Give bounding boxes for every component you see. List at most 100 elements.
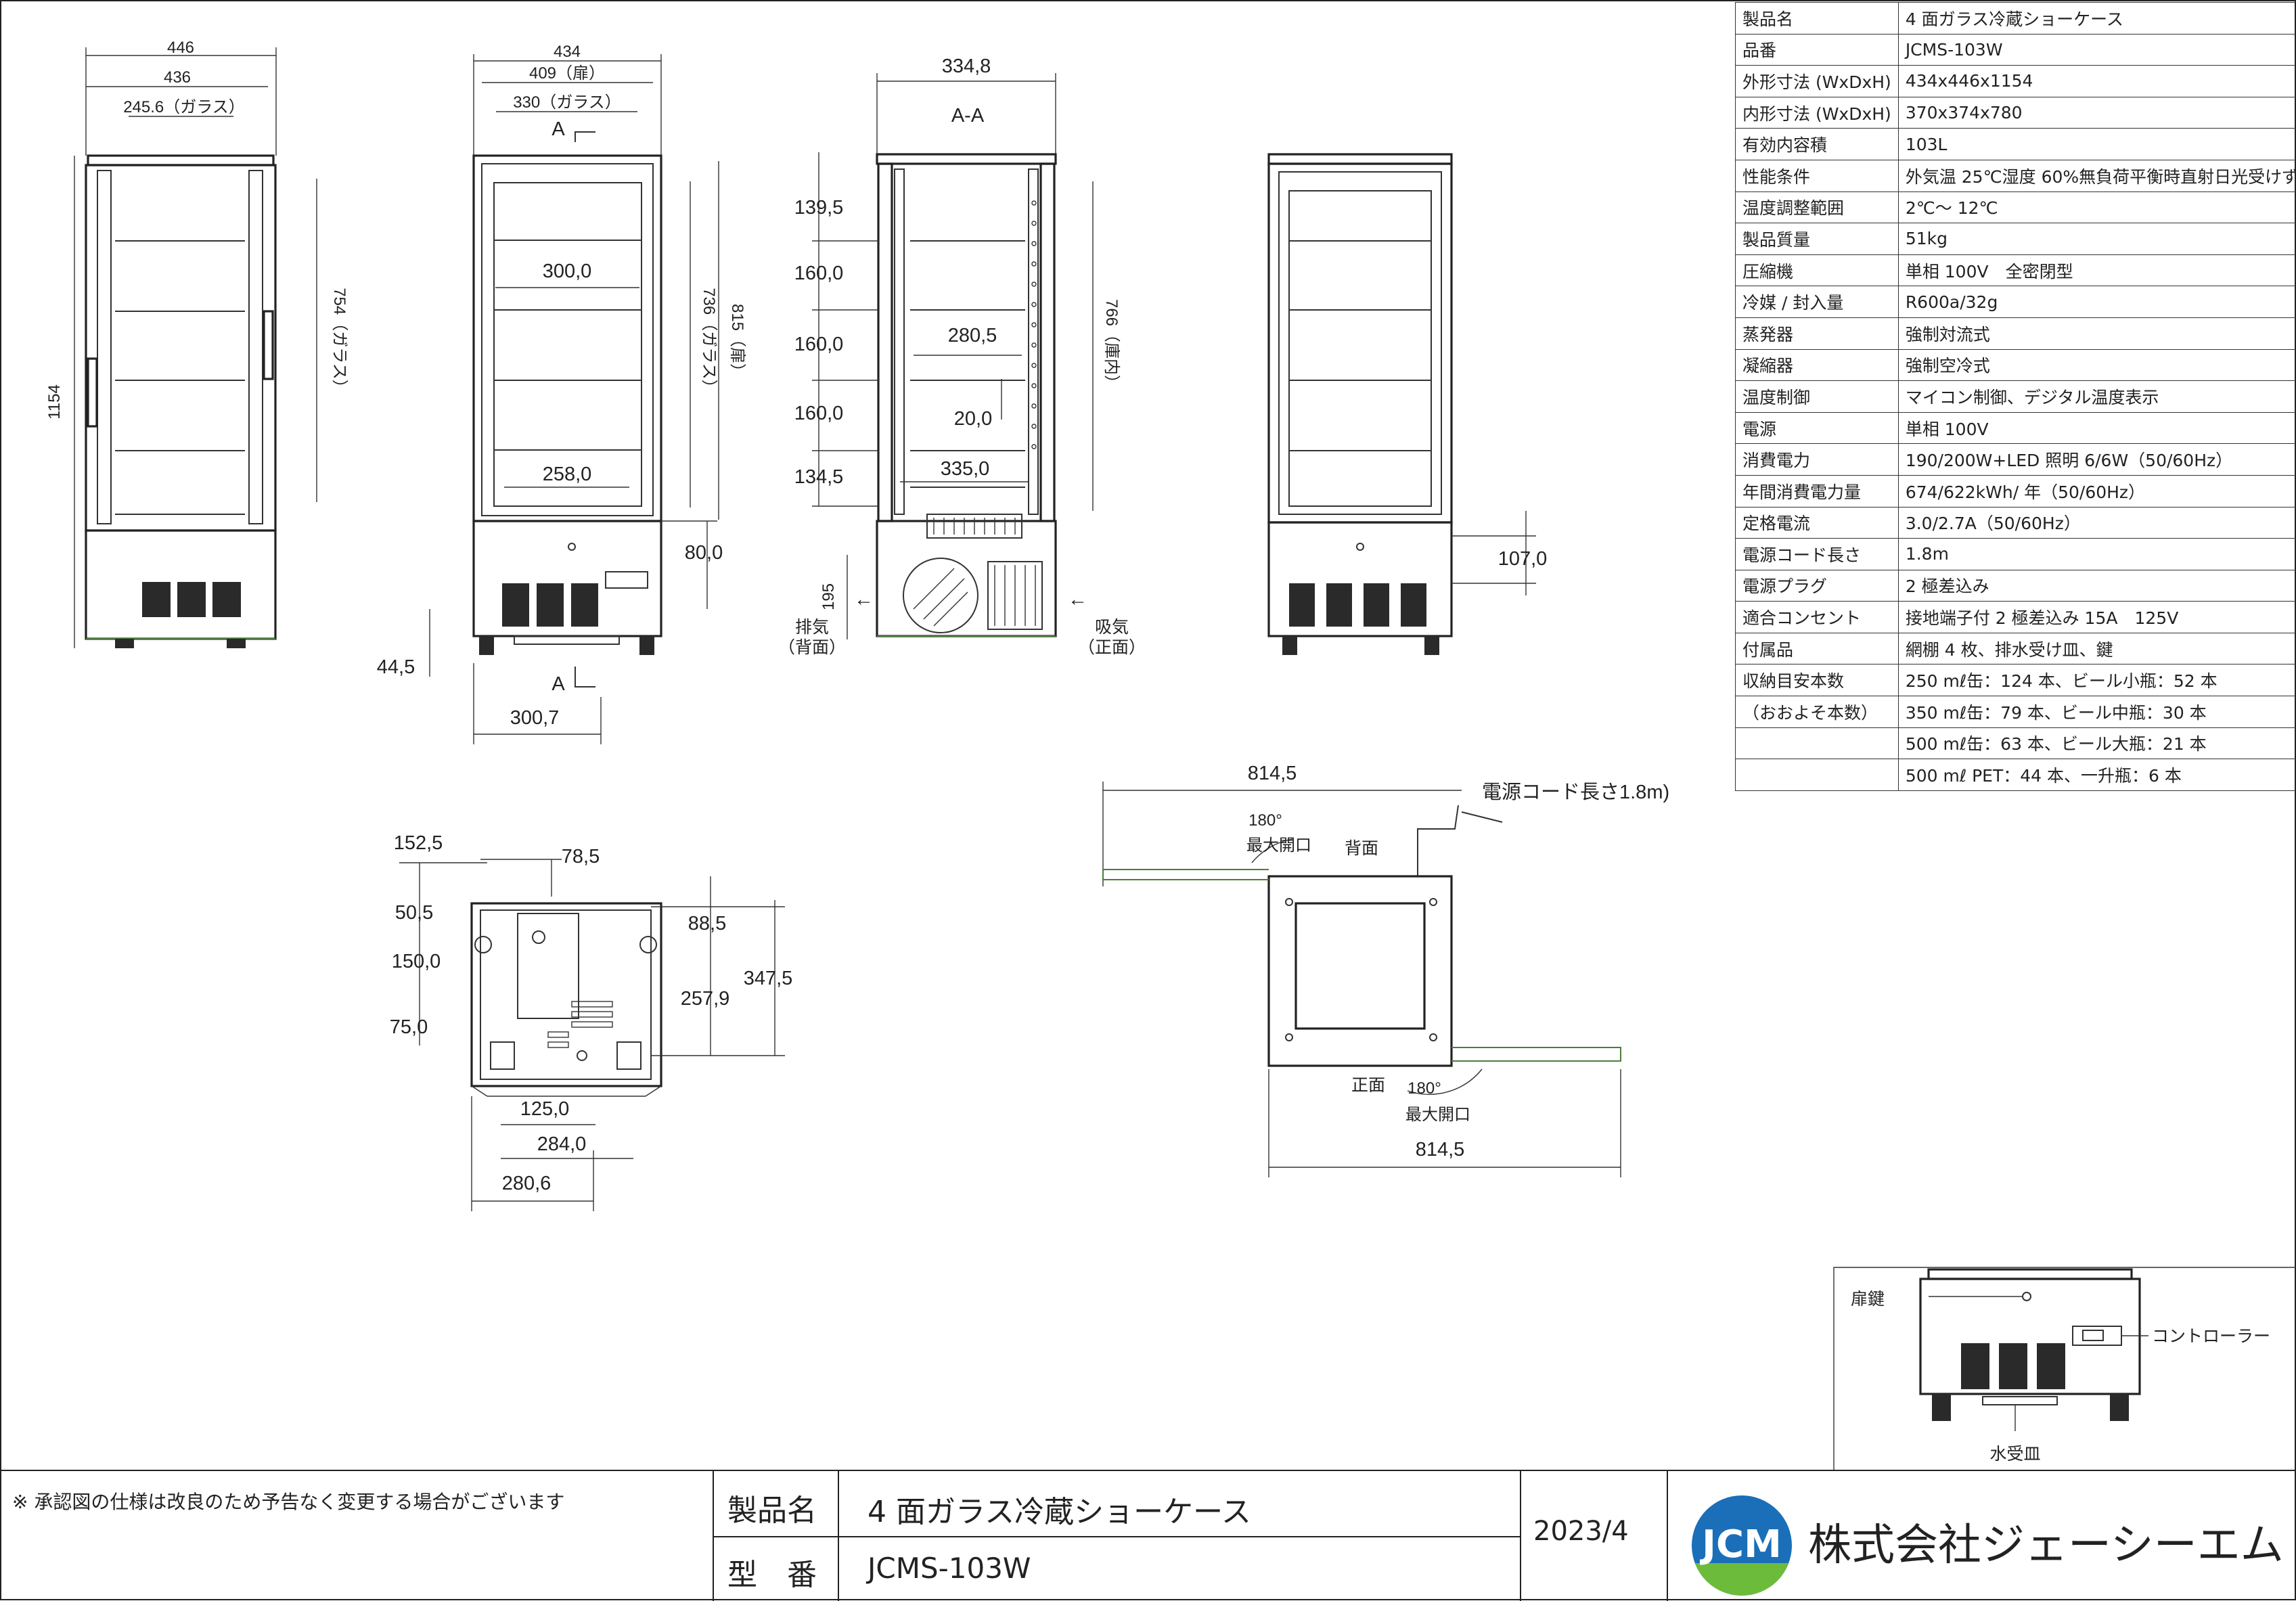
- back-vents: [1289, 583, 1426, 627]
- intake-label: 吸気: [1095, 617, 1129, 637]
- intake-sub: （正面）: [1078, 637, 1146, 657]
- spec-key: 冷媒 / 封入量: [1736, 286, 1899, 318]
- front-view: 434 409（扉） 330（ガラス） A 300,0 258,0 736（ガラ…: [377, 43, 746, 744]
- section-shelf-bottom: 335,0: [941, 458, 990, 480]
- bottom-dim-8: 347,5: [744, 968, 793, 989]
- spec-value: マイコン制御、デジタル温度表示: [1898, 381, 2296, 413]
- compressor-fan: [903, 558, 1042, 633]
- spec-value: JCMS-103W: [1898, 34, 2296, 66]
- spec-row: 電源単相 100V: [1736, 412, 2296, 444]
- spec-key: 外形寸法 (WxDxH): [1736, 66, 1899, 97]
- bottom-dim-4: 150,0: [392, 951, 441, 972]
- bottom-dim-2: 78,5: [562, 846, 600, 867]
- section-title: A-A: [951, 105, 985, 127]
- front-shelf-width-bottom: 258,0: [543, 464, 592, 485]
- section-pitch-4: 160,0: [794, 403, 844, 424]
- detail-view: 扉鍵 コントローラー 水受皿: [1834, 1267, 2296, 1470]
- spec-row: 500 mℓ缶：63 本、ビール大瓶：21 本: [1736, 727, 2296, 759]
- bottom-dim-6: 88,5: [688, 913, 726, 934]
- spec-value: 350 mℓ缶：79 本、ビール中瓶：30 本: [1898, 696, 2296, 728]
- plan-front-label: 正面: [1351, 1075, 1385, 1095]
- spec-key: 製品名: [1736, 3, 1899, 35]
- company-name: 株式会社ジェーシーエム: [1808, 1510, 2284, 1573]
- spec-row: 性能条件外気温 25℃湿度 60%無負荷平衡時直射日光受けず: [1736, 160, 2296, 191]
- section-shelf-width: 280,5: [948, 325, 997, 346]
- exhaust-arrow: ←: [854, 589, 874, 610]
- jcm-logo: JCM: [1692, 1495, 1792, 1596]
- spec-value: 250 mℓ缶：124 本、ビール小瓶：52 本: [1898, 664, 2296, 696]
- spec-value: 2℃～ 12℃: [1898, 191, 2296, 223]
- front-door-height: 815（扉）: [728, 304, 746, 380]
- model-number: JCMS-103W: [868, 1552, 1031, 1585]
- spec-key: 定格電流: [1736, 507, 1899, 539]
- spec-value: 単相 100V 全密閉型: [1898, 254, 2296, 286]
- title-note: ※ 承認図の仕様は改良のため予告なく変更する場合がございます: [12, 1487, 564, 1514]
- side-width-inner: 436: [164, 68, 191, 87]
- side-glass-height: 754（ガラス）: [330, 288, 348, 396]
- spec-value: 接地端子付 2 極差込み 15A 125V: [1898, 602, 2296, 633]
- front-glass-height: 736（ガラス）: [700, 288, 718, 396]
- section-pitch-5: 134,5: [794, 466, 844, 488]
- bottom-dim-10: 284,0: [537, 1133, 587, 1155]
- side-view: 446 436 245.6（ガラス） 1154 754（ガラス）: [45, 39, 348, 648]
- spec-value: 190/200W+LED 照明 6/6W（50/60Hz）: [1898, 444, 2296, 476]
- spec-key: 有効内容積: [1736, 129, 1899, 160]
- front-foot-span: 300,7: [510, 707, 560, 729]
- model-label: 型 番: [727, 1550, 817, 1594]
- front-shelf-width-top: 300,0: [543, 261, 592, 282]
- spec-key: 収納目安本数: [1736, 664, 1899, 696]
- bottom-dim-1: 152,5: [394, 832, 443, 854]
- spec-key: （おおよそ本数）: [1736, 696, 1899, 728]
- spec-value: 4 面ガラス冷蔵ショーケース: [1898, 3, 2296, 35]
- plan-open-front: 最大開口: [1405, 1106, 1470, 1124]
- section-pitch-2: 160,0: [794, 263, 844, 284]
- spec-row: 内形寸法 (WxDxH)370x374x780: [1736, 97, 2296, 129]
- front-width-total: 434: [554, 43, 581, 61]
- section-view: 334,8 A-A 139,5 160,0 160,0 160,0 134,5 …: [778, 55, 1146, 657]
- spec-key: 消費電力: [1736, 444, 1899, 476]
- exhaust-sub: （背面）: [778, 637, 846, 657]
- title-block: ※ 承認図の仕様は改良のため予告なく変更する場合がございます 製品名 4 面ガラ…: [0, 1470, 2295, 1601]
- spec-key: 付属品: [1736, 633, 1899, 664]
- spec-value: 単相 100V: [1898, 412, 2296, 444]
- spec-row: 適合コンセント接地端子付 2 極差込み 15A 125V: [1736, 602, 2296, 633]
- side-vents: [142, 582, 241, 617]
- plan-back-label: 背面: [1345, 838, 1378, 858]
- spec-key: [1736, 727, 1899, 759]
- spec-value: 強制対流式: [1898, 317, 2296, 349]
- spec-key: [1736, 759, 1899, 791]
- bottom-view: 152,5 78,5 50,5 150,0 75,0 88,5 257,9 34…: [390, 832, 793, 1211]
- section-rail: 20,0: [954, 408, 992, 430]
- spec-key: 適合コンセント: [1736, 602, 1899, 633]
- front-glass-width: 330（ガラス）: [513, 93, 621, 112]
- drawing-date: 2023/4: [1533, 1516, 1629, 1547]
- spec-row: 凝縮器強制空冷式: [1736, 349, 2296, 381]
- section-machine-height: 195: [819, 583, 838, 610]
- controller-label: コントローラー: [2152, 1326, 2270, 1346]
- spec-row: 蒸発器強制対流式: [1736, 317, 2296, 349]
- section-inner-height: 766（庫内）: [1102, 299, 1121, 391]
- spec-key: 製品質量: [1736, 223, 1899, 255]
- logo-text: JCM: [1692, 1523, 1792, 1566]
- side-width-total: 446: [167, 39, 194, 57]
- section-mark-top: A: [552, 118, 565, 140]
- spec-key: 温度制御: [1736, 381, 1899, 413]
- spec-row: 500 mℓ PET：44 本、一升瓶：6 本: [1736, 759, 2296, 791]
- exhaust-label: 排気: [795, 617, 829, 637]
- side-height: 1154: [45, 384, 64, 420]
- bottom-dim-3: 50,5: [395, 902, 433, 924]
- product-name: 4 面ガラス冷蔵ショーケース: [868, 1487, 1251, 1531]
- spec-row: 圧縮機単相 100V 全密閉型: [1736, 254, 2296, 286]
- spec-value: 500 mℓ PET：44 本、一升瓶：6 本: [1898, 759, 2296, 791]
- spec-value: 2 極差込み: [1898, 570, 2296, 602]
- spec-key: 電源: [1736, 412, 1899, 444]
- spec-value: 51kg: [1898, 223, 2296, 255]
